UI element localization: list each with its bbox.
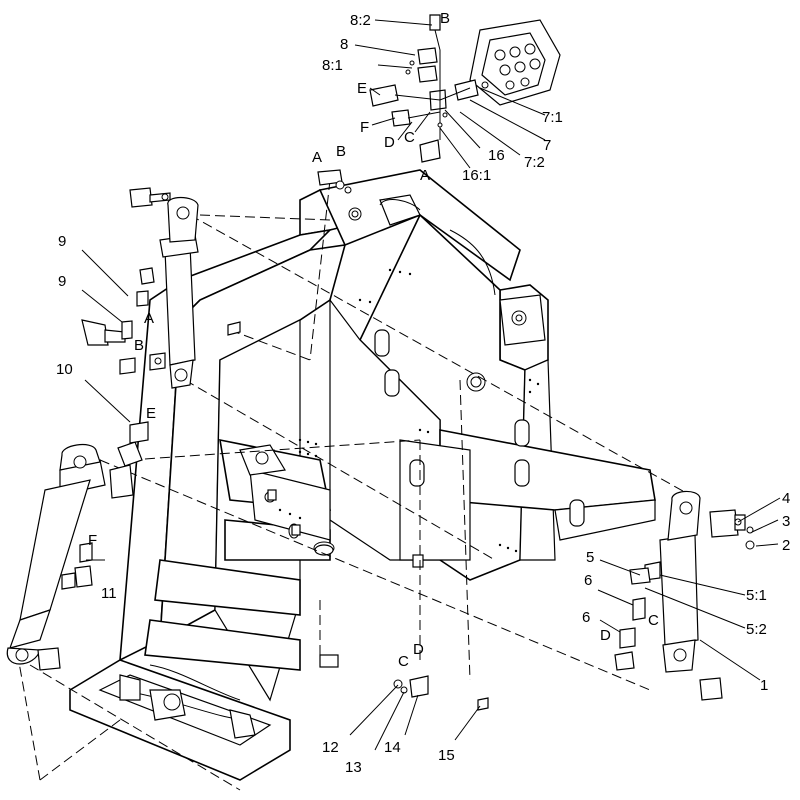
callout-8-1: 8:1 — [322, 57, 343, 74]
callout-4: 4 — [782, 490, 790, 507]
callout-e-left: E — [146, 405, 156, 422]
callout-2: 2 — [782, 537, 790, 554]
left-cylinder — [6, 421, 149, 671]
callout-a-left: A — [144, 310, 154, 327]
assembly-guide-lines — [14, 179, 691, 791]
callout-c-top: C — [404, 129, 415, 146]
callout-8: 8 — [340, 36, 348, 53]
callout-6a: 6 — [584, 572, 592, 589]
callout-a-top: A — [420, 167, 430, 184]
callout-5-1: 5:1 — [746, 587, 767, 604]
callout-9b: 9 — [58, 273, 66, 290]
callout-e-top: E — [357, 80, 367, 97]
upper-left-cylinder — [81, 187, 199, 389]
callout-14: 14 — [384, 739, 401, 756]
callout-c-bottom: C — [398, 653, 409, 670]
callout-12: 12 — [322, 739, 339, 756]
callout-13: 13 — [345, 759, 362, 776]
callout-d-right: D — [600, 627, 611, 644]
callout-10: 10 — [56, 361, 73, 378]
callout-9a: 9 — [58, 233, 66, 250]
callout-b-bracket: B — [336, 143, 346, 160]
right-cylinder — [614, 490, 755, 701]
callout-d-bottom: D — [413, 641, 424, 658]
callout-16: 16 — [488, 147, 505, 164]
callout-a-bracket: A — [312, 149, 322, 166]
callout-d-top: D — [384, 134, 395, 151]
callout-11: 11 — [101, 585, 117, 602]
callout-6b: 6 — [582, 609, 590, 626]
leader-lines — [81, 19, 781, 751]
callout-b-top: B — [440, 10, 450, 27]
callout-5-2: 5:2 — [746, 621, 767, 638]
callout-16-1: 16:1 — [462, 167, 491, 184]
callout-7: 7 — [543, 137, 551, 154]
callout-3: 3 — [782, 513, 790, 530]
callout-7-2: 7:2 — [524, 154, 545, 171]
control-valve-assembly — [369, 14, 561, 163]
callout-5: 5 — [586, 549, 594, 566]
small-brackets — [227, 169, 489, 711]
callout-c-right: C — [648, 612, 659, 629]
callout-b-left: B — [134, 337, 144, 354]
callout-1: 1 — [760, 677, 768, 694]
callout-labels: 8:2 B 8 8:1 E F D C 16 16:1 A 7:1 7 7:2 … — [56, 10, 790, 776]
loader-frame — [69, 169, 656, 781]
callout-f-left: F — [88, 532, 97, 549]
callout-8-2: 8:2 — [350, 12, 371, 29]
callout-15: 15 — [438, 747, 455, 764]
callout-7-1: 7:1 — [542, 109, 563, 126]
callout-f-top: F — [360, 119, 369, 136]
